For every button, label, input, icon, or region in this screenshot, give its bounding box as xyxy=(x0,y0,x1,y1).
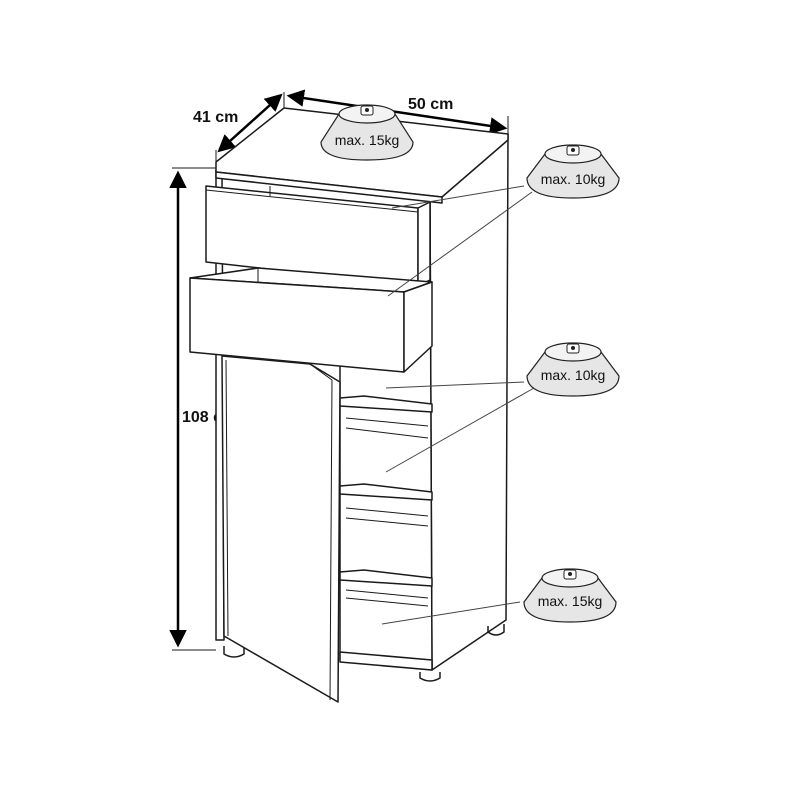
open-door xyxy=(221,355,341,703)
shelf-load-label: max. 10kg xyxy=(541,367,606,383)
leader-lines xyxy=(381,185,535,625)
depth-label: 41 cm xyxy=(193,109,238,126)
weight-drawer: max. 10kg xyxy=(526,144,620,199)
weight-bottom: max. 15kg xyxy=(523,568,617,623)
bottom-panel xyxy=(339,651,433,671)
depth-dimension: 41 cm xyxy=(193,92,285,172)
foot-front-left xyxy=(223,646,245,658)
foot-front-right xyxy=(419,672,441,682)
right-side-panel xyxy=(429,133,509,671)
top-panel-edge xyxy=(215,171,443,204)
drawer-load-label: max. 10kg xyxy=(541,171,606,187)
shelf-lower xyxy=(339,569,433,607)
weight-shelf: max. 10kg xyxy=(526,342,620,397)
foot-back-right xyxy=(487,624,505,636)
lower-drawer xyxy=(189,267,433,373)
weight-top: max. 15kg xyxy=(320,104,414,161)
top-load-label: max. 15kg xyxy=(335,132,400,148)
width-label: 50 cm xyxy=(408,96,453,113)
bottom-load-label: max. 15kg xyxy=(538,593,603,609)
upper-drawer xyxy=(205,185,431,287)
width-dimension: 50 cm xyxy=(286,89,509,138)
